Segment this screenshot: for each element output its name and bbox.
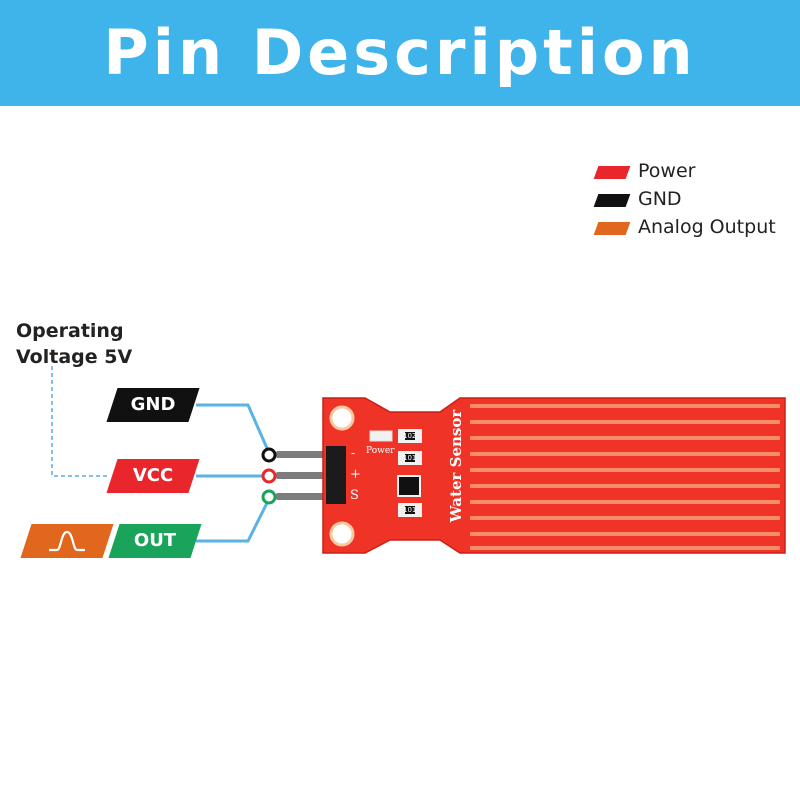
vcc-pin-label: VCC — [132, 465, 174, 486]
page-title: Pin Description — [103, 16, 697, 89]
transistor — [397, 475, 421, 497]
gnd-pin-tag: GND — [106, 388, 200, 422]
header-block — [326, 446, 346, 504]
out-wire — [196, 496, 272, 543]
operating-voltage-line2: Voltage 5V — [16, 346, 133, 368]
vcc-pin-tag: VCC — [106, 459, 200, 493]
silk-resistor-bottom: 101 — [403, 506, 417, 514]
legend-label-analog-output: Analog Output — [638, 216, 776, 238]
silk-resistor-mid: 101 — [403, 454, 417, 462]
out-pin-label: OUT — [133, 530, 177, 551]
gnd-pin-label: GND — [130, 394, 176, 415]
out-pin-ring — [261, 489, 277, 505]
analog-signal-tag — [20, 524, 114, 558]
sensing-traces — [470, 404, 780, 550]
legend-label-power: Power — [638, 160, 696, 182]
header-pins — [276, 451, 332, 500]
silk-water-sensor-label: Water Sensor — [447, 409, 465, 523]
out-pin-tag: OUT — [108, 524, 202, 558]
gnd-pin-ring — [261, 447, 277, 463]
analog-waveform-icon — [49, 530, 85, 552]
silk-pin-mark-s: S — [350, 488, 359, 503]
operating-voltage-line1: Operating — [16, 320, 124, 342]
mount-hole-top — [329, 405, 355, 431]
gnd-wire — [196, 403, 272, 456]
silk-pin-mark-minus: - — [351, 446, 356, 460]
power-led — [369, 430, 393, 442]
vcc-pin-ring — [261, 468, 277, 484]
silk-resistor-top: 102 — [403, 432, 417, 440]
mount-hole-bottom — [329, 521, 355, 547]
silk-power-label: Power — [366, 446, 395, 456]
legend-label-gnd: GND — [638, 188, 682, 210]
operating-voltage-note: Operating Voltage 5V — [16, 318, 132, 370]
sensor-board — [322, 397, 786, 554]
title-banner: Pin Description — [0, 0, 800, 106]
voltage-dashed-leader — [51, 366, 108, 477]
silk-pin-mark-plus: + — [350, 467, 361, 482]
